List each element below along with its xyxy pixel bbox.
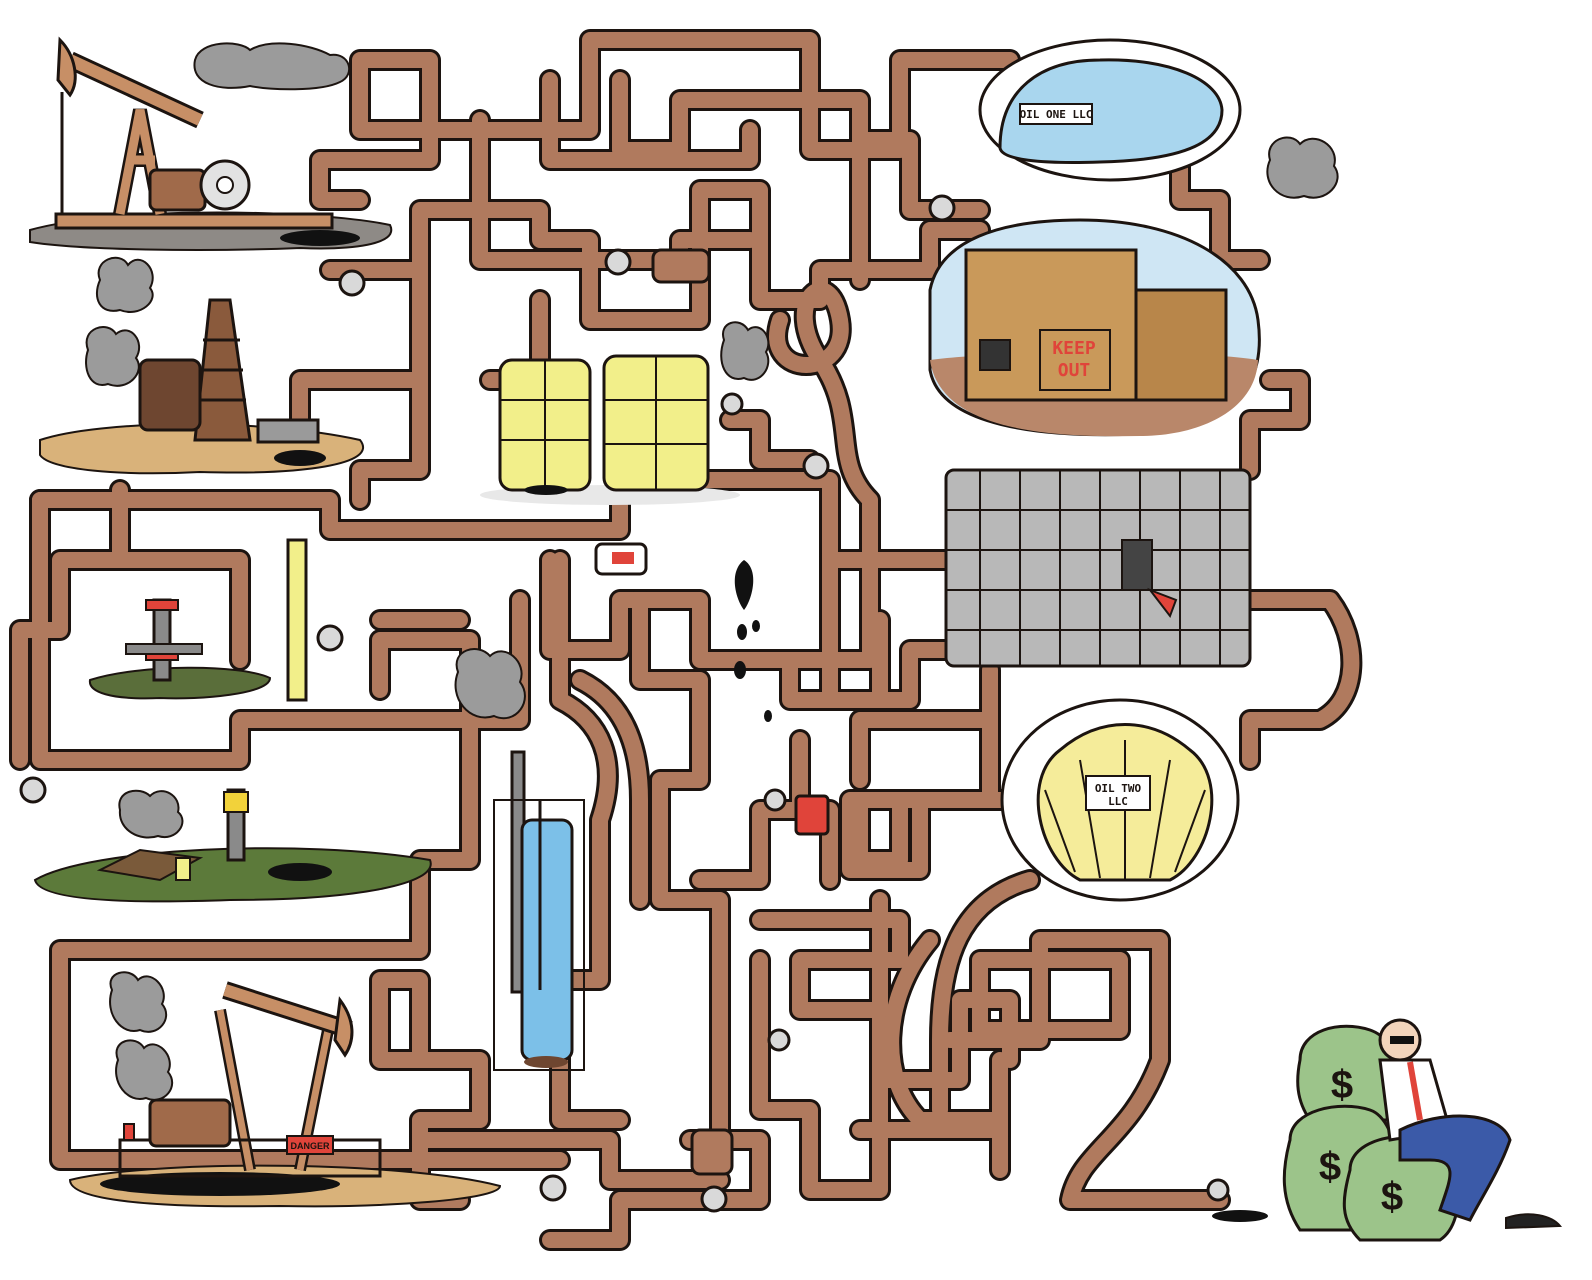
danger-sign-label: DANGER	[290, 1141, 330, 1151]
refinery-column	[493, 750, 585, 1071]
dollar-sign-icon: $	[1319, 1145, 1341, 1189]
valve-wheel-icon	[928, 194, 956, 222]
keep-out-line1: KEEP	[1052, 338, 1096, 359]
smoke-cloud-icon	[720, 321, 770, 381]
smoke-cloud-icon	[85, 256, 154, 387]
safe-deposit-vault	[944, 468, 1252, 668]
valve-wheel-icon	[767, 1028, 791, 1052]
pump-jack-scene	[29, 36, 393, 251]
grass-field-scene	[33, 788, 432, 903]
pipe-network	[9, 29, 1363, 1251]
oil-two-line2: LLC	[1108, 795, 1128, 808]
valve-wheels	[19, 194, 1230, 1213]
dollar-sign-icon: $	[1381, 1175, 1403, 1219]
smoke-cloud-icon	[109, 971, 174, 1101]
valve-wheel-icon	[700, 1185, 728, 1213]
valve-wheel-icon	[316, 624, 344, 652]
valve-wheel-icon	[1206, 1178, 1230, 1202]
dollar-sign-icon: $	[1331, 1063, 1353, 1107]
oil-drips	[734, 560, 772, 722]
valve-wheel-icon	[19, 776, 47, 804]
oil-two-line1: OIL TWO	[1095, 782, 1142, 795]
bottom-pump-jack-scene: DANGER	[68, 981, 502, 1208]
valve-wheel-icon	[802, 452, 830, 480]
valve-wheel-icon	[763, 788, 787, 812]
oil-one-label: OIL ONE LLC	[1020, 108, 1093, 121]
storage-tanks	[480, 354, 740, 505]
valve-wheel-icon	[720, 392, 744, 416]
abandoned-building-scene: KEEP OUT	[928, 218, 1261, 437]
pipe-gauges	[594, 248, 830, 1176]
smoke-cloud-icon	[118, 789, 184, 839]
smoke-cloud-icon	[454, 648, 526, 720]
oil-two-sign	[1085, 775, 1151, 811]
smoke-cloud-icon	[1266, 136, 1339, 199]
oil-two-llc-shell: OIL TWO LLC	[1000, 698, 1240, 902]
smoke-cloud-icon	[193, 42, 351, 91]
danger-sign	[286, 1135, 334, 1155]
derrick-scene	[39, 298, 364, 475]
valve-wheel-icon	[338, 269, 366, 297]
oil-one-sign	[1019, 103, 1093, 125]
keep-out-line2: OUT	[1058, 360, 1091, 381]
red-meter	[794, 794, 830, 836]
valve-wheel-icon	[604, 248, 632, 276]
wellhead-scene	[88, 538, 308, 702]
valve-wheel-icon	[539, 1174, 567, 1202]
oil-one-llc-shell: OIL ONE LLC	[978, 38, 1242, 182]
money-bags-businessman: $ $ $	[1212, 1018, 1563, 1242]
